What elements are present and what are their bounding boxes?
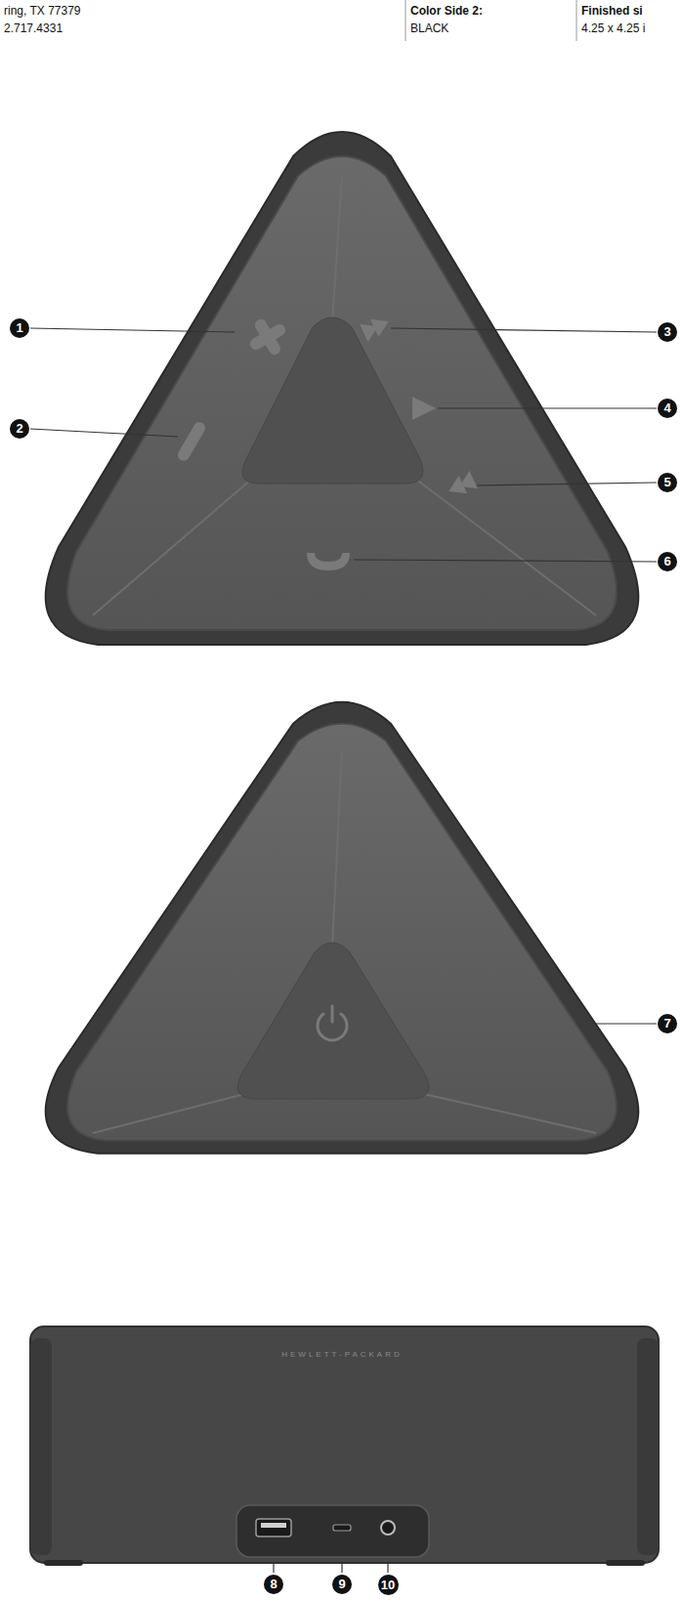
callout-number: 4 [657, 398, 678, 419]
header-text: ring, TX 77379 [3, 3, 82, 18]
callout-number: 8 [263, 1575, 284, 1595]
callout-number: 7 [657, 1014, 678, 1034]
brand-text: HEWLETT-PACKARD [281, 1350, 403, 1360]
speaker-bottom-view [45, 702, 640, 1154]
header-text: 2.717.4331 [3, 21, 63, 36]
header-rule [576, 0, 578, 42]
callout-number: 5 [657, 472, 678, 493]
callout-number: 6 [657, 552, 678, 572]
speaker-back-view [30, 1326, 659, 1567]
header-text: BLACK [410, 21, 449, 36]
callout-number: 9 [332, 1575, 352, 1595]
header-text: Finished si [581, 3, 643, 18]
header-rule [405, 0, 407, 42]
callout-number: 3 [657, 322, 678, 342]
callout-number: 1 [9, 318, 30, 339]
speaker-top-view [45, 131, 640, 645]
header-text: Color Side 2: [410, 3, 483, 18]
header-text: 4.25 x 4.25 i [581, 21, 645, 36]
callout-number: 10 [378, 1575, 399, 1596]
callout-number: 2 [9, 419, 30, 439]
